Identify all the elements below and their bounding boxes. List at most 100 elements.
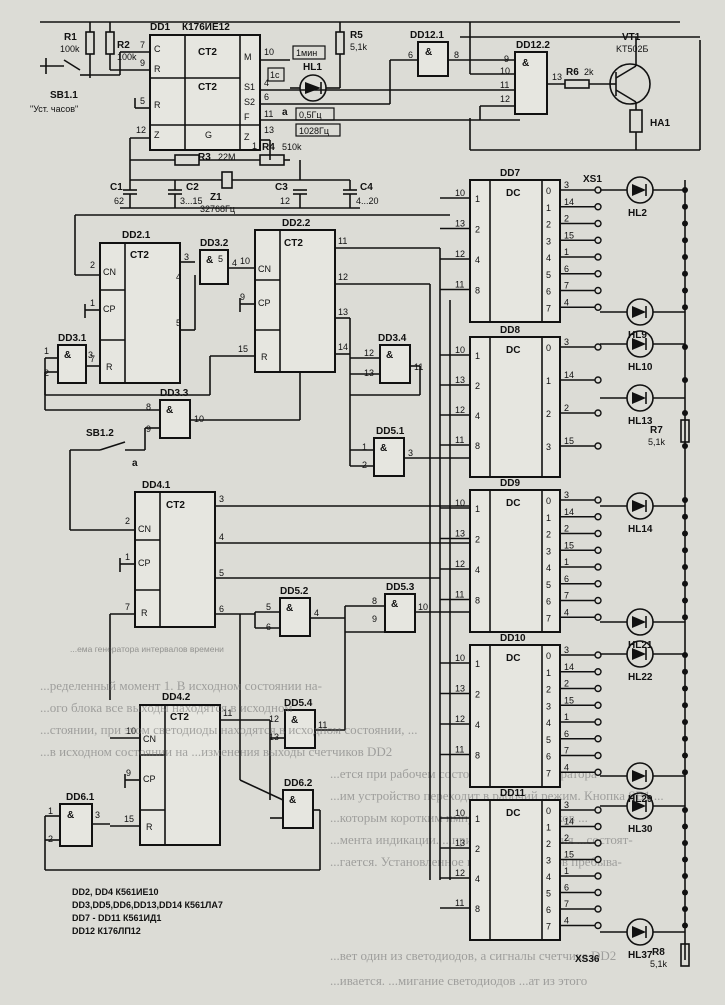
dd10-out-1: 1 — [546, 668, 551, 678]
dd5-4-gate: & DD5.4 12 13 11 — [269, 632, 346, 749]
dd11-pin-in-10: 10 — [455, 808, 465, 818]
dd7-pin-out-14: 14 — [564, 197, 574, 207]
dd1-pin1: 1 — [252, 141, 257, 151]
r5-name: R5 — [350, 30, 363, 41]
dd1-r1: R — [154, 64, 161, 74]
dd10-out-7: 7 — [546, 768, 551, 778]
c4-name: C4 — [360, 182, 373, 193]
dd3-3-gate: & DD3.3 8 9 10 — [144, 372, 301, 450]
r6-value: 2k — [584, 67, 594, 77]
dd8-pin-in-13: 13 — [455, 375, 465, 385]
dd9-pin-out-1: 1 — [564, 557, 569, 567]
dd10-name: DD10 — [500, 633, 526, 644]
dd11-dc: DC — [506, 808, 520, 819]
bleed-line-10: ...вет один из светодиодов, а сигналы сч… — [330, 948, 616, 963]
dd3-4-p11: 11 — [414, 362, 423, 372]
bleed-line-11: ...ивается. ...мигание светодиодов ...ат… — [330, 973, 587, 988]
r8-name: R8 — [652, 947, 665, 958]
c4-value: 4...20 — [356, 196, 379, 206]
dd4-1-r: R — [141, 608, 148, 618]
dd11-body — [469, 799, 561, 941]
r6-resistor: R6 2k — [564, 67, 610, 89]
dd11-name: DD11 — [500, 788, 525, 799]
r3-name: R3 — [198, 152, 211, 163]
dd11-out-1: 1 — [546, 823, 551, 833]
dd8-output-socket — [594, 343, 602, 351]
dd8-dc: DC — [506, 345, 520, 356]
dd3-2-gate: & DD3.2 5 4 — [199, 238, 255, 285]
dd10-in-4: 4 — [475, 720, 480, 730]
dd4-2-r: R — [146, 822, 153, 832]
dd4-2-p11: 11 — [223, 708, 232, 718]
dd9-out-0: 0 — [546, 496, 551, 506]
dd11-output-socket — [594, 839, 602, 847]
dd4-1-name: DD4.1 — [142, 480, 171, 491]
dd7-in-2: 2 — [475, 225, 480, 235]
dd1-ct1: CT2 — [198, 47, 217, 58]
r8-resistor — [680, 943, 690, 967]
dd1-pin7: 7 — [140, 40, 145, 50]
dd7-output-socket — [594, 270, 602, 278]
dd1-name: DD1 — [150, 22, 170, 33]
led-hl37: HL37 — [600, 918, 685, 961]
dd11-in-1: 1 — [475, 814, 480, 824]
c3-name: C3 — [275, 182, 288, 193]
ha1-buzzer: HA1 — [629, 109, 670, 150]
sb1-2-name: SB1.2 — [86, 428, 114, 439]
dd11-pin-out-2: 2 — [564, 833, 569, 843]
dd7-pin-in-12: 12 — [455, 249, 465, 259]
led-label-hl37: HL37 — [628, 950, 653, 961]
dd10-in-1: 1 — [475, 659, 480, 669]
dd10-out-6: 6 — [546, 752, 551, 762]
dd4-2-ct: CT2 — [170, 712, 189, 723]
dd7-pin-out-15: 15 — [564, 230, 574, 240]
legend-line-1: DD2, DD4 К561ИЕ10 — [72, 887, 159, 897]
dd12-2-p12: 12 — [500, 94, 510, 104]
dd6-1-p1: 1 — [48, 806, 53, 816]
dd12-2-p10: 10 — [500, 66, 510, 76]
led-label-hl2: HL2 — [628, 208, 647, 219]
dd1-s1: S1 — [244, 82, 255, 92]
dd9-pin-out-15: 15 — [564, 540, 574, 550]
dd3-3-p9: 9 — [146, 424, 151, 434]
dd8-output-socket — [594, 376, 602, 384]
dd9-out-5: 5 — [546, 580, 551, 590]
dd1-pin4: 4 — [264, 78, 269, 88]
dd4-2-p15: 15 — [124, 814, 134, 824]
dd9-out-4: 4 — [546, 563, 551, 573]
sb1-1-name: SB1.1 — [50, 90, 78, 101]
dd10-output-socket — [594, 735, 602, 743]
dd8-body — [469, 336, 561, 478]
dd5-4-p11: 11 — [318, 720, 327, 730]
dd5-1-sym: & — [380, 443, 387, 454]
decoder-column: DD7DC110213412811031142231541566774DD8DC… — [429, 168, 688, 941]
dd3-3-p10: 10 — [194, 414, 204, 424]
dd6-1-sym: & — [67, 810, 74, 821]
dd4-2-cn: CN — [143, 734, 156, 744]
dd9-pin-out-3: 3 — [564, 490, 569, 500]
dd2-1-p1: 1 — [90, 298, 95, 308]
dd9-output-socket — [594, 613, 602, 621]
led-hl30: HL30 — [600, 792, 685, 835]
dd7-output-socket — [594, 219, 602, 228]
dd10-output-socket — [594, 668, 602, 676]
dd3-3-p8: 8 — [146, 402, 151, 412]
led-column: HL2HL9HL10HL13HL14HL21HL22HL29HL30HL37R7… — [575, 174, 690, 969]
dd2-2-r: R — [261, 352, 268, 362]
dd1-zout: Z — [244, 132, 250, 142]
dd10-pin-out-14: 14 — [564, 662, 574, 672]
dd2-2-p15: 15 — [238, 344, 248, 354]
led-hl22: HL22 — [600, 640, 685, 683]
dd1-s2: S2 — [244, 97, 255, 107]
dd7-out-4: 4 — [546, 253, 551, 263]
dd9-in-2: 2 — [475, 535, 480, 545]
dd3-1-gate: & DD3.1 1 2 3 — [44, 333, 211, 411]
node-a-label: a — [282, 107, 288, 118]
dd1-m: M — [244, 52, 252, 62]
oscillator-group: R3 22M R4 510k Z1 32768Гц C1 62 C2 3...1… — [75, 138, 450, 216]
dd10-pin-out-2: 2 — [564, 679, 569, 689]
r7-value: 5,1k — [648, 437, 666, 447]
dd11-pin-out-7: 7 — [564, 899, 569, 909]
dd11-out-6: 6 — [546, 905, 551, 915]
dd10-pin-in-10: 10 — [455, 653, 465, 663]
